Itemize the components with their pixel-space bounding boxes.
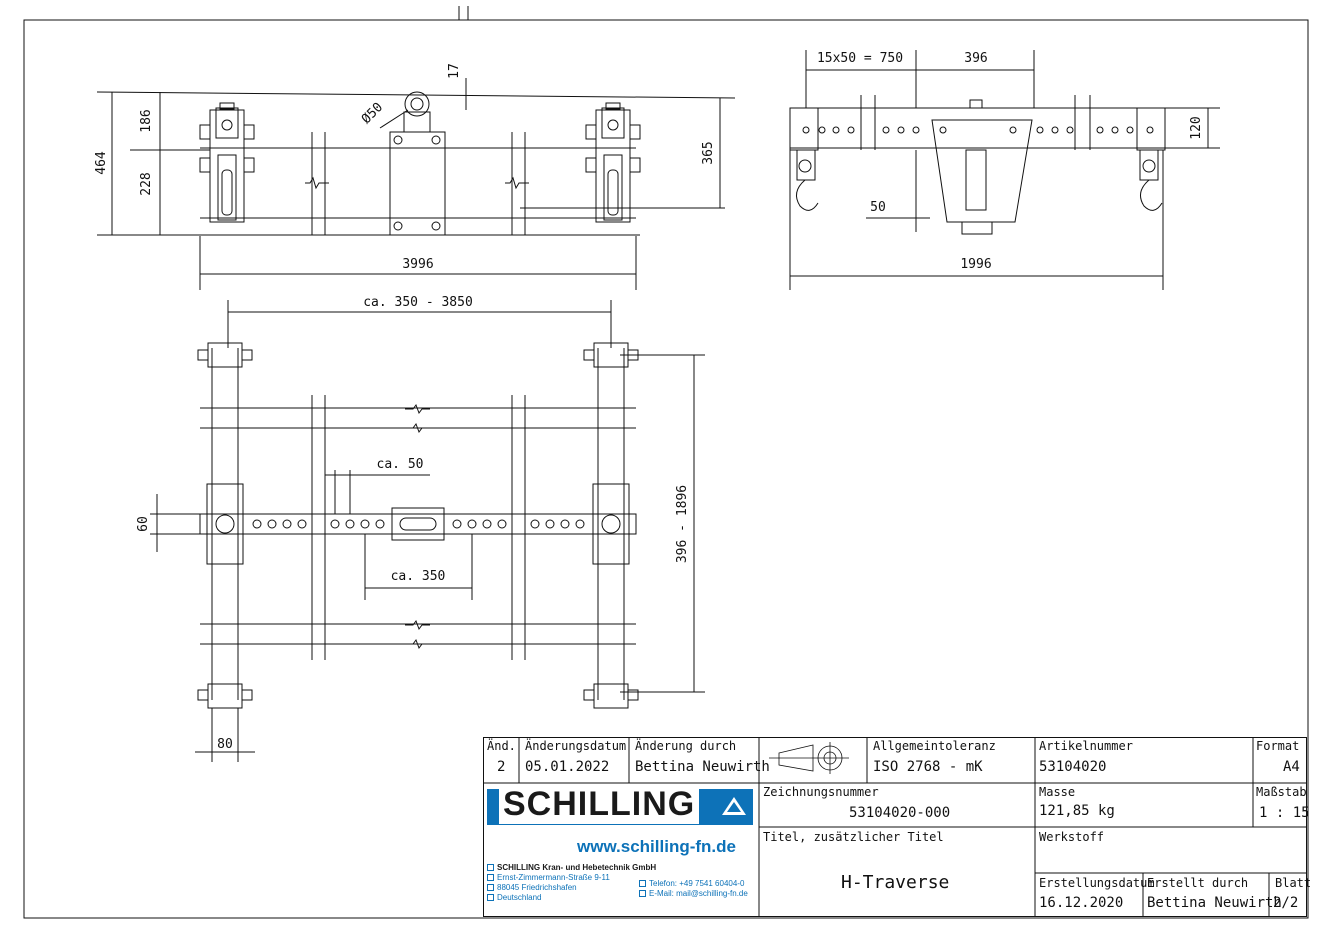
- blatt-label: Blatt: [1275, 876, 1312, 890]
- company-name: SCHILLING Kran- und Hebetechnik GmbH: [487, 863, 656, 872]
- company-street-text: Ernst-Zimmermann-Straße 9-11: [497, 873, 610, 882]
- logo-brand: SCHILLING: [499, 785, 700, 824]
- dim-3996: 3996: [402, 257, 433, 272]
- title-block: Änd. 2 Änderungsdatum 05.01.2022 Änderun…: [483, 737, 1311, 917]
- company-email-text: E-Mail: mail@schilling-fn.de: [649, 889, 748, 898]
- datum-label: Änderungsdatum: [525, 739, 627, 753]
- company-email: E-Mail: mail@schilling-fn.de: [639, 889, 748, 898]
- masse-label: Masse: [1039, 785, 1076, 799]
- drawing-frame: [23, 6, 1309, 919]
- company-country-text: Deutschland: [497, 893, 542, 902]
- dim-396: 396: [964, 51, 987, 66]
- dim-ca-350-3850: ca. 350 - 3850: [363, 295, 473, 310]
- dim-60: 60: [136, 516, 151, 532]
- tol-label: Allgemeintoleranz: [873, 739, 996, 753]
- erst-value: 16.12.2020: [1039, 895, 1124, 911]
- dim-50: 50: [870, 200, 886, 215]
- art-label: Artikelnummer: [1039, 739, 1133, 753]
- dim-d50: Ø50: [359, 100, 386, 127]
- company-city: 88045 Friedrichshafen: [487, 883, 577, 892]
- company-phone-text: Telefon: +49 7541 60404-0: [649, 879, 745, 888]
- company-city-text: 88045 Friedrichshafen: [497, 883, 577, 892]
- dim-365: 365: [701, 141, 716, 164]
- logo-url: www.schilling-fn.de: [577, 837, 736, 856]
- aend-value: 2: [497, 759, 506, 775]
- masse-value: 121,85 kg: [1039, 803, 1115, 819]
- dim-396-1896: 396 - 1896: [675, 485, 690, 563]
- format-value: A4: [1283, 759, 1300, 775]
- company-name-text: SCHILLING Kran- und Hebetechnik GmbH: [497, 863, 657, 872]
- side-view: [789, 50, 1220, 290]
- format-label: Format: [1256, 739, 1300, 753]
- side-holes: [802, 126, 1154, 134]
- top-holes: [252, 519, 585, 529]
- front-view: [96, 78, 736, 290]
- mass-label: Maßstab: [1256, 785, 1307, 799]
- werk-label: Werkstoff: [1039, 830, 1105, 844]
- titel-value: H-Traverse: [841, 872, 950, 893]
- erstd-value: Bettina Neuwirth: [1147, 895, 1282, 911]
- aend-label: Änd.: [487, 739, 516, 753]
- art-value: 53104020: [1039, 759, 1107, 775]
- dim-1996: 1996: [960, 257, 991, 272]
- dim-80: 80: [217, 737, 233, 752]
- dim-17: 17: [447, 63, 462, 79]
- blatt-value: 2/2: [1273, 895, 1299, 911]
- projection-symbol: [769, 742, 849, 774]
- datum-value: 05.01.2022: [525, 759, 610, 775]
- top-view: [150, 300, 705, 762]
- company-country: Deutschland: [487, 893, 541, 902]
- durch-value: Bettina Neuwirth: [635, 759, 770, 775]
- erst-label: Erstellungsdatum: [1039, 876, 1155, 890]
- dim-ca-50: ca. 50: [377, 457, 424, 472]
- dim-ca-350: ca. 350: [391, 569, 446, 584]
- company-phone: Telefon: +49 7541 60404-0: [639, 879, 744, 888]
- durch-label: Änderung durch: [635, 739, 737, 753]
- dim-120: 120: [1189, 116, 1204, 139]
- dim-228: 228: [139, 172, 154, 195]
- title-block-grid: [483, 737, 1307, 917]
- company-street: Ernst-Zimmermann-Straße 9-11: [487, 873, 610, 882]
- tol-value: ISO 2768 - mK: [873, 759, 983, 775]
- dim-464: 464: [94, 151, 109, 175]
- top-view-dimensions: ca. 350 - 3850 396 - 1896 60 80 ca. 50 c…: [136, 295, 690, 752]
- logo-brand-text: SCHILLING: [503, 785, 696, 823]
- titel-label: Titel, zusätzlicher Titel: [763, 830, 944, 844]
- erstd-label: Erstellt durch: [1147, 876, 1249, 890]
- zeich-label: Zeichnungsnummer: [763, 785, 879, 799]
- dim-15x50: 15x50 = 750: [817, 51, 903, 66]
- mass-value: 1 : 15: [1259, 805, 1310, 821]
- side-view-dimensions: 15x50 = 750 396 120 50 1996: [817, 51, 1204, 272]
- dim-186: 186: [139, 109, 154, 132]
- zeich-value: 53104020-000: [849, 805, 951, 821]
- logo-triangle-icon: [719, 793, 749, 819]
